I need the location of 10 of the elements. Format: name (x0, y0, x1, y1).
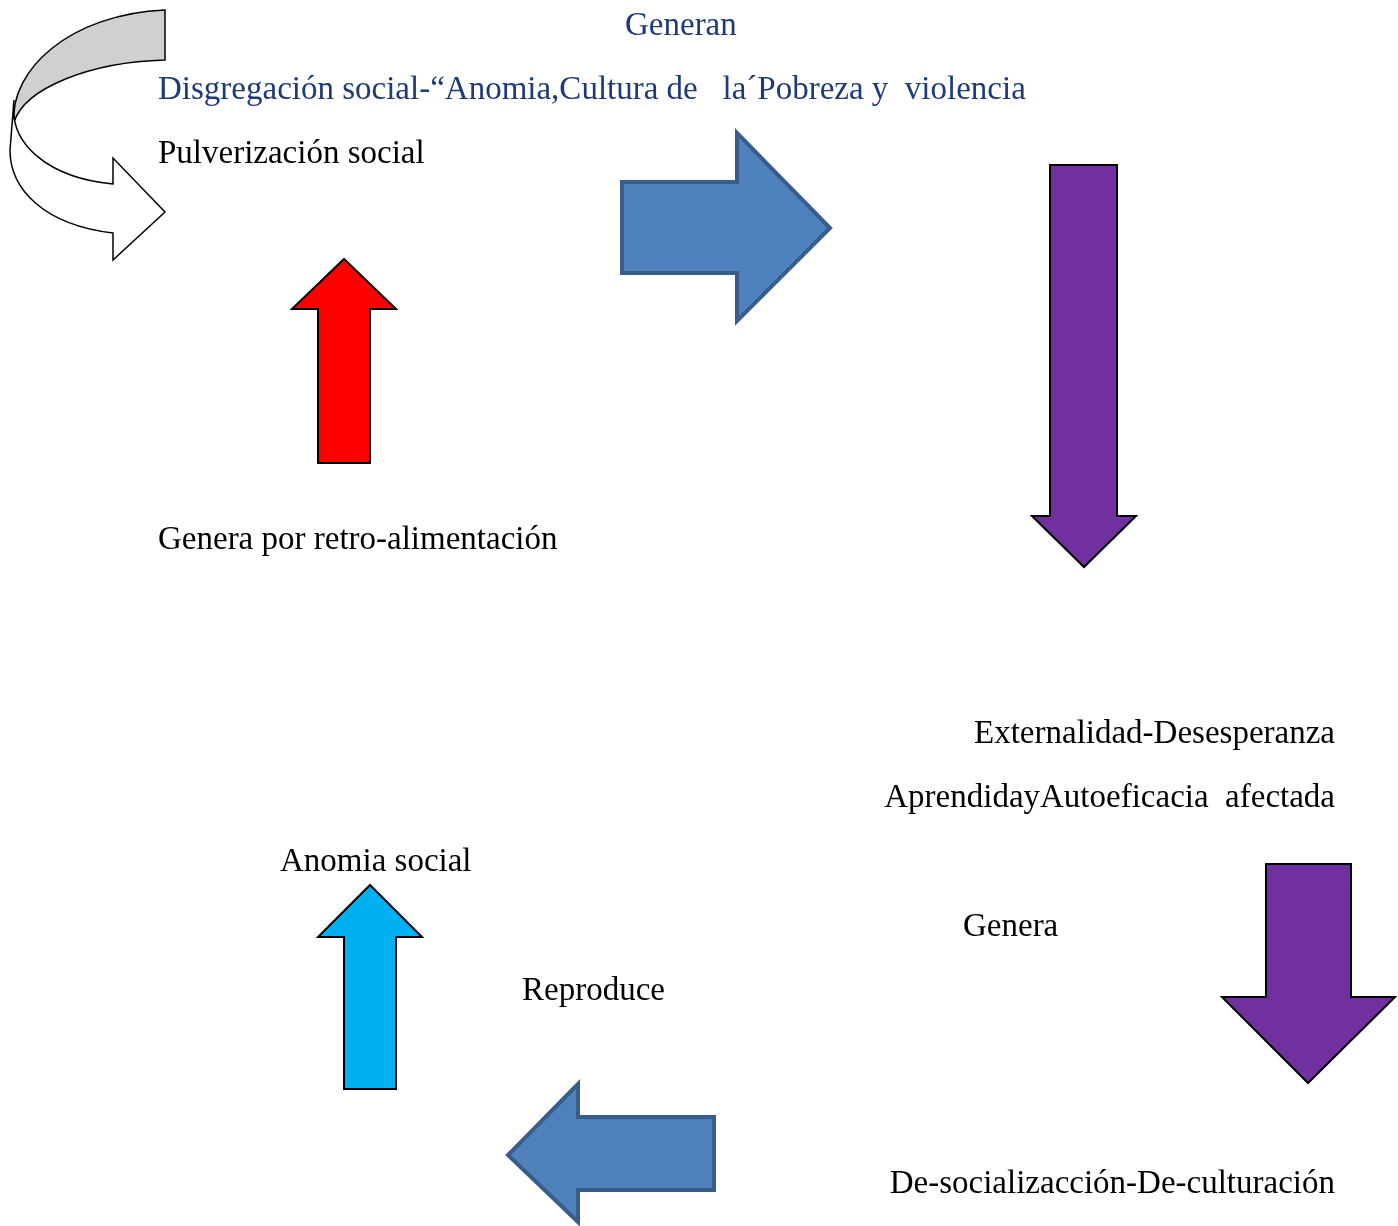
text-label: Generan (625, 5, 737, 44)
text-label: Externalidad-Desesperanza (974, 713, 1335, 752)
text-label: Genera por retro-alimentación (158, 519, 558, 558)
text-label: Reproduce (522, 970, 665, 1009)
text-label: De-socializacción-De-culturación (889, 1163, 1335, 1202)
text-label: Pulverización social (158, 133, 425, 172)
text-label: Disgregación social-“Anomia,Cultura de la´Pobreza y violencia (158, 69, 1026, 108)
text-label: Genera (963, 906, 1059, 945)
text-label: AprendidayAutoeficacia afectada (884, 777, 1335, 816)
text-label: Anomia social (280, 841, 472, 880)
